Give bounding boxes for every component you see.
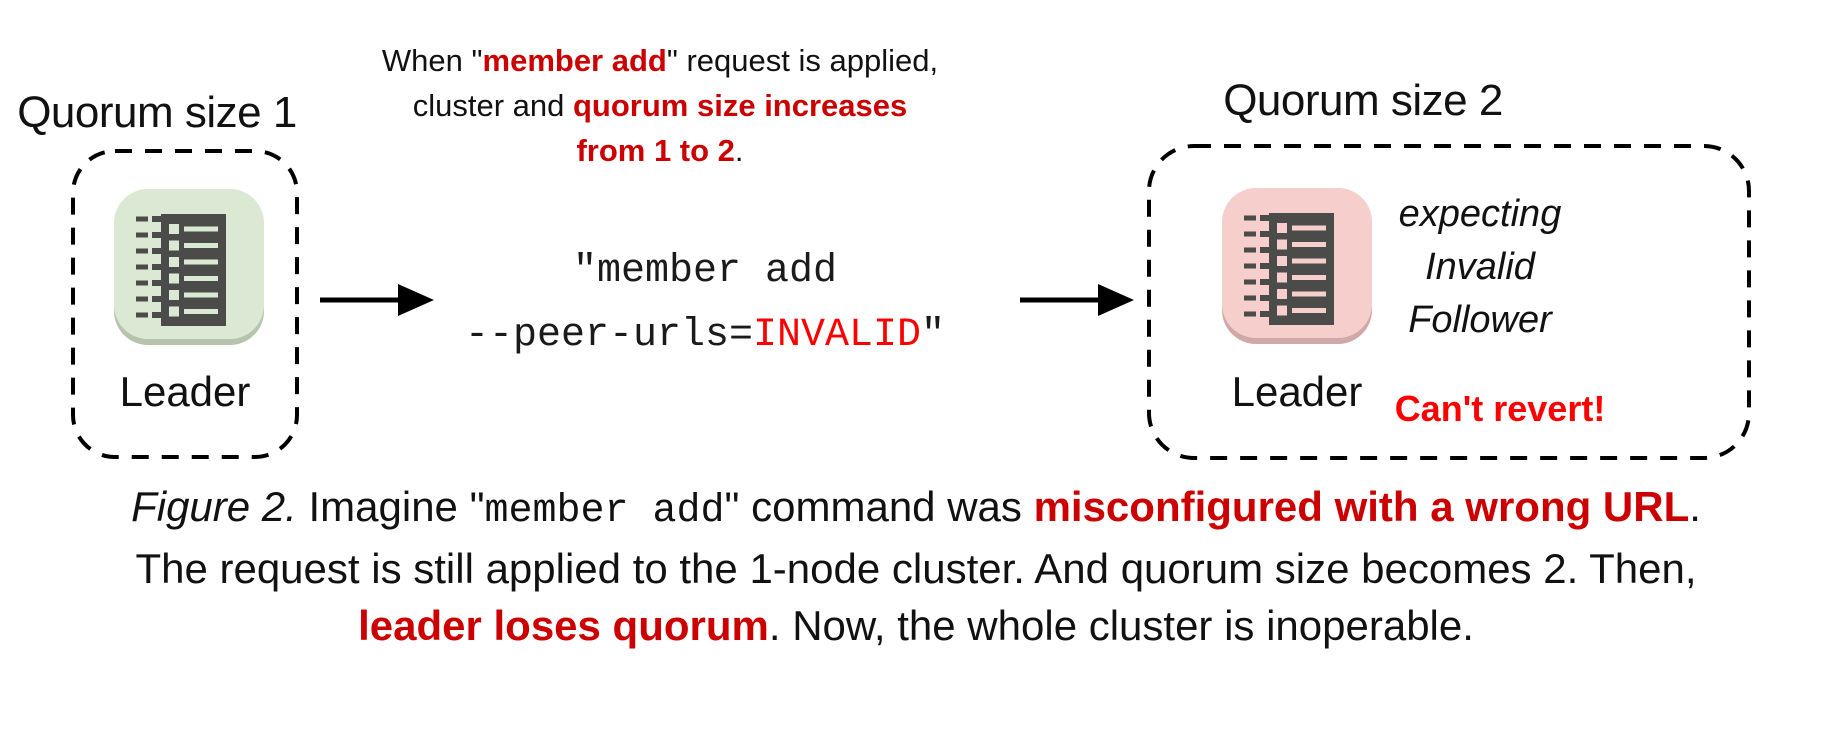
right-leader-label: Leader (1231, 368, 1363, 415)
right-arrow-icon (320, 284, 434, 316)
invalid-url-text: INVALID (753, 313, 922, 358)
leader-node-icon (114, 189, 264, 339)
right-arrow-icon (1020, 284, 1134, 316)
leader-node-icon (1222, 188, 1372, 338)
right-cluster-dashed-box-icon (1147, 144, 1751, 460)
command-line-1: "member add (572, 249, 838, 294)
caption-line-1: Figure 2. Imagine "member add" command w… (131, 483, 1701, 534)
figure-label: Figure 2. (131, 483, 297, 530)
left-cluster-dashed-box-icon (71, 149, 299, 459)
left-leader-label: Leader (119, 368, 251, 415)
annotation-line-1: When "member add" request is applied, (381, 43, 939, 78)
figure-caption: Figure 2. Imagine "member add" command w… (0, 478, 1832, 654)
command-line-2: --peer-urls=INVALID" (464, 313, 946, 358)
caption-line-2: The request is still applied to the 1-no… (135, 545, 1697, 592)
ledger-list-icon (136, 214, 226, 326)
member-add-command: "member add --peer-urls=INVALID" (390, 240, 1020, 368)
ledger-list-icon (1244, 213, 1334, 325)
annotation-line-3: from 1 to 2. (576, 133, 744, 168)
member-add-annotation: When "member add" request is applied, cl… (310, 38, 1010, 173)
right-cluster-title: Quorum size 2 (1223, 76, 1503, 125)
annotation-line-2: cluster and quorum size increases (412, 88, 908, 123)
cant-revert-warning: Can't revert! (1394, 388, 1606, 429)
expecting-invalid-follower-text: expecting Invalid Follower (1398, 193, 1562, 341)
left-cluster-title: Quorum size 1 (17, 88, 297, 137)
caption-line-3: leader loses quorum. Now, the whole clus… (358, 602, 1474, 649)
